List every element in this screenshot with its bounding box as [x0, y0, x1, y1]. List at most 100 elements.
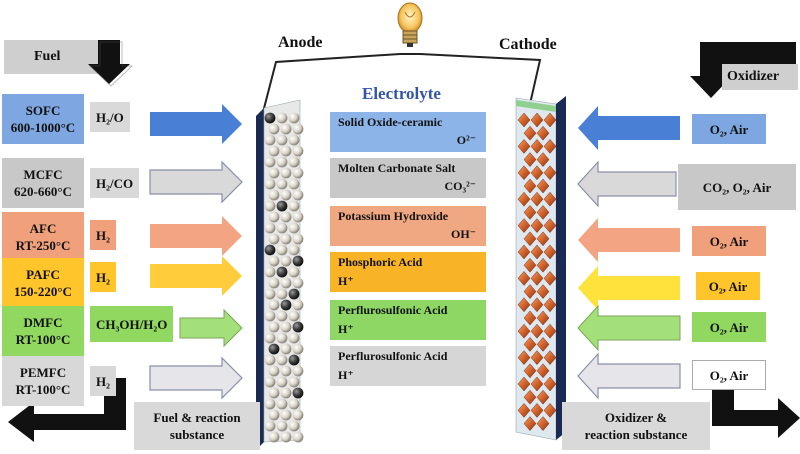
electrolyte-name: Solid Oxide-ceramic — [338, 115, 443, 129]
cathode-particle — [530, 297, 544, 313]
anode-particle — [292, 299, 304, 311]
cathode-particle — [530, 271, 544, 286]
anode-particle — [276, 420, 288, 432]
anode-particle — [280, 123, 292, 135]
fuel-box-pafc: H₂ — [90, 262, 117, 292]
anode-particle — [280, 409, 292, 421]
type-name: PAFC — [26, 267, 60, 282]
anode-particle — [276, 200, 288, 212]
cathode-particle — [543, 139, 557, 154]
anode-particle — [276, 244, 288, 256]
cathode-particle — [517, 112, 531, 128]
anode-particle — [268, 277, 280, 289]
cathode-particle — [536, 389, 550, 405]
cathode-particle — [523, 389, 537, 405]
fuel-arrow-dmfc — [179, 308, 243, 348]
anode-particle — [280, 387, 292, 399]
anode-particle — [292, 277, 304, 289]
anode-particle — [264, 420, 276, 432]
anode-particle — [292, 233, 304, 245]
anode-particle — [280, 189, 292, 201]
anode-particle — [268, 211, 280, 223]
anode-particle — [276, 112, 288, 124]
anode-particle — [292, 387, 304, 399]
anode-particle — [292, 167, 304, 179]
anode-particle — [276, 398, 288, 410]
cathode-particle — [530, 165, 544, 181]
type-box-pafc: PAFC 150-220°C — [2, 258, 84, 308]
anode-particle — [264, 332, 276, 344]
electrolyte-ion: H⁺ — [338, 368, 354, 382]
anode-particle — [280, 365, 292, 377]
fuel-inlet-arrow — [4, 40, 134, 87]
electrolyte-pafc: Phosphoric Acid H⁺ — [330, 252, 486, 292]
oxidizer-box-dmfc: O₂, Air — [692, 312, 766, 342]
anode-particle — [280, 343, 292, 355]
anode-particle — [288, 156, 300, 168]
cathode-particle — [523, 284, 537, 299]
type-box-afc: AFC RT-250°C — [2, 212, 84, 262]
fuel-arrow-pemfc — [149, 356, 243, 400]
cathode-particle — [517, 244, 531, 260]
cathode-particle — [543, 112, 557, 128]
fuel-arrow-mcfc — [149, 160, 243, 204]
anode-particle — [276, 134, 288, 146]
cathode-particle — [517, 191, 531, 207]
cathode-particle — [523, 363, 537, 379]
electrolyte-ion: O²⁻ — [456, 133, 476, 147]
anode-particle — [276, 266, 288, 278]
anode-particle — [280, 255, 292, 267]
anode-particle — [280, 167, 292, 179]
cathode-electrode — [515, 96, 566, 441]
circuit-wire — [261, 53, 542, 117]
cathode-particle — [543, 191, 557, 207]
electrolyte-sofc: Solid Oxide-ceramic O²⁻ — [330, 112, 486, 152]
ox-arrow-mcfc — [577, 160, 677, 208]
ox-exhaust-line-2: reaction substance — [584, 427, 688, 442]
anode-particle — [268, 233, 280, 245]
anode-particle — [264, 134, 276, 146]
cathode-particle — [543, 323, 557, 339]
type-box-sofc: SOFC 600-1000°C — [2, 94, 84, 144]
cathode-particle — [523, 152, 537, 167]
oxidizer-box-sofc: O₂, Air — [692, 114, 766, 144]
anode-particle — [288, 420, 300, 432]
type-box-pemfc: PEMFC RT-100°C — [2, 356, 84, 406]
anode-particle — [264, 222, 276, 234]
cathode-particle — [543, 350, 557, 365]
cathode-particle — [536, 125, 550, 141]
cathode-particle — [543, 271, 557, 286]
anode-particle — [268, 167, 280, 179]
anode-particle — [264, 112, 276, 124]
anode-label: Anode — [278, 34, 323, 51]
anode-particle — [276, 376, 288, 388]
fuel-arrow-sofc — [150, 104, 242, 144]
cathode-particle — [536, 205, 550, 220]
type-name: SOFC — [25, 103, 61, 118]
anode-particle — [268, 299, 280, 311]
fuel-exhaust-arrow — [8, 378, 126, 442]
light-bulb-icon — [397, 2, 423, 47]
oxidizer-arrows — [577, 106, 681, 400]
anode-particle — [292, 255, 304, 267]
electrolyte-ion: H⁺ — [338, 322, 354, 336]
electrolyte-dmfc: Perflurosulfonic Acid H⁺ — [330, 300, 486, 340]
cathode-particle — [543, 165, 557, 181]
cathode-particle — [536, 310, 550, 326]
anode-particle — [280, 211, 292, 223]
fuel-exhaust-line-2: substance — [169, 427, 225, 442]
cathode-particle — [523, 125, 537, 141]
anode-particle — [264, 200, 276, 212]
fuel-box-afc: H₂ — [90, 220, 117, 250]
fuel-box-mcfc: H₂/CO — [90, 168, 140, 198]
oxidizer-box-mcfc: CO₂, O₂, Air — [678, 164, 796, 210]
anode-particle — [280, 145, 292, 157]
electrolyte-ion: OH⁻ — [450, 227, 476, 241]
ox-arrow-pemfc — [577, 352, 681, 400]
cathode-label: Cathode — [499, 36, 557, 53]
anode-particle — [264, 266, 276, 278]
type-name: DMFC — [23, 315, 63, 330]
electrolyte-title: Electrolyte — [362, 84, 441, 103]
anode-particle — [268, 255, 280, 267]
cathode-particle — [543, 297, 557, 313]
